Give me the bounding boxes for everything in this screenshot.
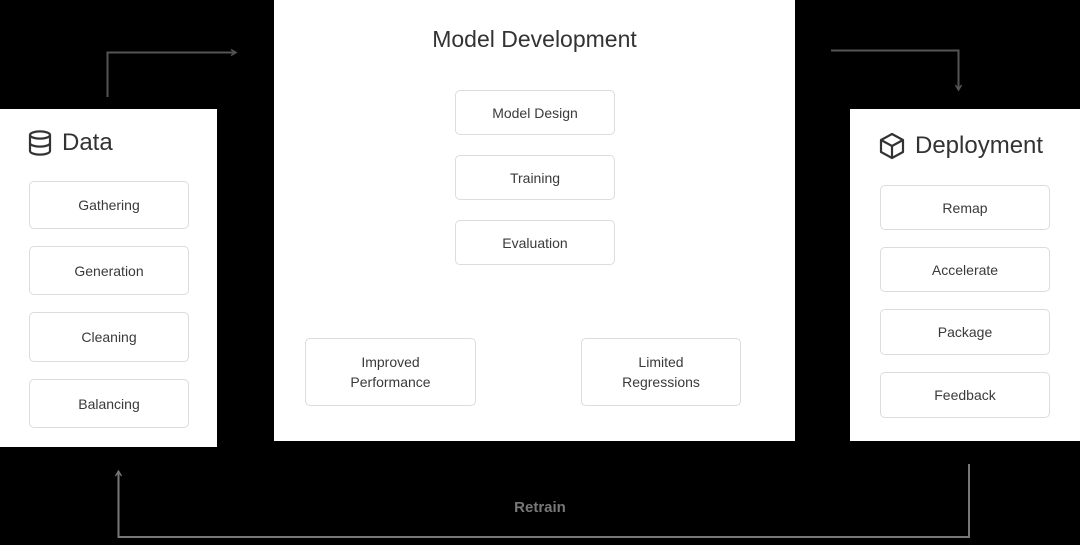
- item-label: Remap: [942, 199, 988, 216]
- item-label: Evaluation: [502, 234, 568, 251]
- data-item-balancing[interactable]: Balancing: [29, 379, 189, 428]
- retrain-label: Retrain: [514, 499, 566, 516]
- data-to-model-arrow: [106, 48, 238, 97]
- data-panel-title: Data: [28, 129, 113, 157]
- item-label: Training: [509, 169, 561, 186]
- deploy-item-package[interactable]: Package: [880, 309, 1050, 355]
- model-to-deployment-arrow: [831, 49, 963, 92]
- deploy-item-feedback[interactable]: Feedback: [880, 372, 1050, 418]
- data-item-cleaning[interactable]: Cleaning: [29, 312, 189, 362]
- box-icon: [879, 132, 905, 160]
- item-label: Cleaning: [81, 329, 137, 345]
- deployment-title-text: Deployment: [915, 132, 1044, 159]
- retrain-arrow: [114, 464, 970, 538]
- deploy-item-accelerate[interactable]: Accelerate: [880, 247, 1050, 292]
- item-label: Package: [937, 324, 993, 340]
- data-item-gathering[interactable]: Gathering: [29, 181, 189, 229]
- model-panel-title: Model Development: [274, 26, 795, 53]
- model-item-model-design[interactable]: Model Design: [455, 90, 615, 135]
- item-label: Balancing: [78, 395, 140, 412]
- model-item-training[interactable]: Training: [455, 155, 615, 200]
- item-label: Generation: [74, 262, 144, 279]
- deployment-panel-title: Deployment: [879, 132, 1043, 160]
- database-icon: [28, 130, 52, 156]
- item-label: Gathering: [78, 197, 140, 213]
- item-label: Improved Performance: [350, 354, 431, 390]
- deploy-item-remap[interactable]: Remap: [880, 185, 1050, 230]
- data-item-generation[interactable]: Generation: [29, 246, 189, 295]
- item-label: Feedback: [934, 387, 996, 403]
- data-title-text: Data: [62, 129, 113, 156]
- item-label: Accelerate: [931, 261, 999, 278]
- item-label: Model Design: [492, 104, 578, 121]
- item-label: Limited Regressions: [622, 354, 700, 390]
- model-item-evaluation[interactable]: Evaluation: [455, 220, 615, 265]
- outcome-improved-performance[interactable]: Improved Performance: [305, 338, 476, 406]
- model-title-text: Model Development: [432, 26, 637, 52]
- outcome-limited-regressions[interactable]: Limited Regressions: [581, 338, 741, 406]
